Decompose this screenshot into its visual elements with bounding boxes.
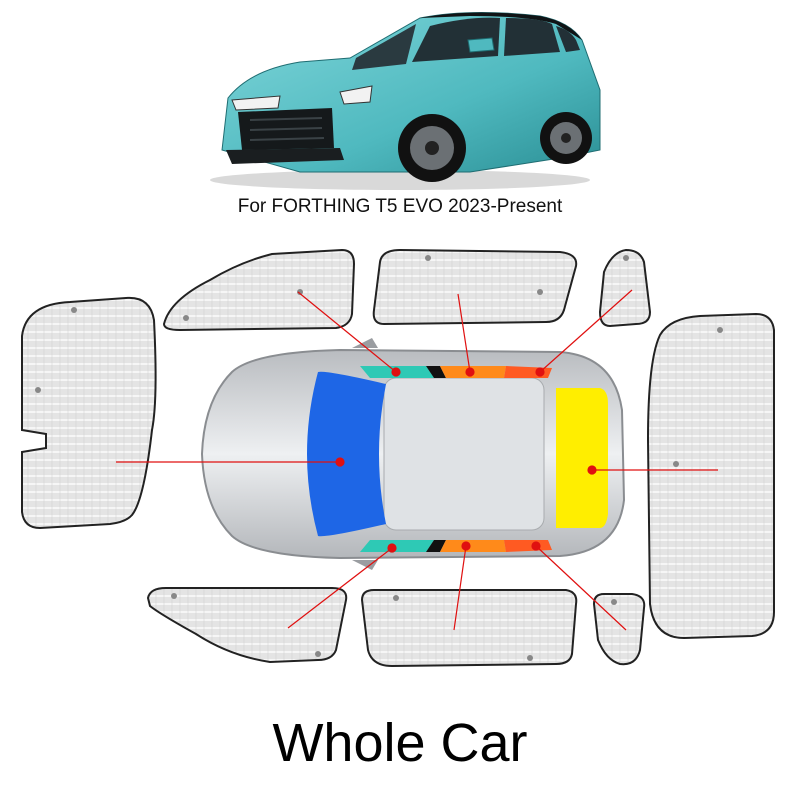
front-windshield-shade [21,296,157,530]
rear-right-window-shade [360,589,578,668]
coverage-heading: Whole Car [272,713,528,773]
product-fitment-caption: For FORTHING T5 EVO 2023-Present [237,196,563,217]
car-photo-rear-window [504,18,560,56]
right-quarter-window-area [504,540,552,552]
right-front-window-area [360,540,434,552]
car-photo [210,11,601,190]
front-windshield-area [307,371,386,537]
right-quarter-window-shade [592,593,646,666]
rear-left-window-shade [372,248,578,326]
pointer-lines [116,289,718,631]
rear-windshield-area [556,388,608,528]
car-top-view [200,338,626,570]
left-quarter-window-shade [598,248,652,328]
front-right-window-shade [146,587,348,664]
shade-panels [21,248,775,668]
rear-windshield-shade [646,312,775,640]
right-rear-window-area [440,540,506,552]
car-photo-rear-wheel [540,112,592,164]
car-photo-front-wheel [398,114,466,182]
front-left-window-shade [162,248,356,332]
